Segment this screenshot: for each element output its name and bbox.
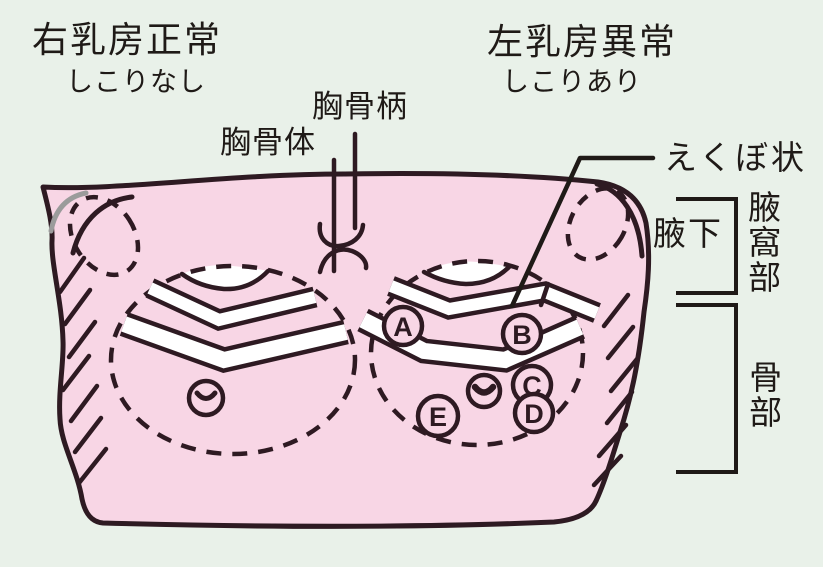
marker-e-label: E xyxy=(429,402,447,432)
left-breast-boundary xyxy=(368,258,586,448)
axillary-region-bracket xyxy=(676,197,738,295)
left-nipple xyxy=(465,372,503,410)
left-breast-subtitle: しこりあり xyxy=(502,67,642,97)
bone-region-bracket xyxy=(676,303,738,474)
marker-b-label: B xyxy=(512,320,532,350)
left-breast-title: 左乳房異常 xyxy=(487,21,678,62)
right-breast-crescent-edge xyxy=(179,268,271,292)
left-arm-hatching xyxy=(57,255,109,486)
sternum-body-label: 胸骨体 xyxy=(220,125,316,160)
marker-d-label: D xyxy=(524,399,544,429)
marker-a: A xyxy=(381,304,425,348)
marker-e: E xyxy=(415,393,461,439)
right-breast-boundary xyxy=(108,263,358,457)
suprasternal-notch-arc xyxy=(317,221,366,249)
left-shoulder-highlight xyxy=(48,190,89,234)
axilla-label: 腋下 xyxy=(653,215,723,252)
right-arm-hatching xyxy=(591,292,640,488)
right-armpit-boundary xyxy=(565,186,631,262)
dimple-label: えくぼ状 xyxy=(664,139,808,176)
right-breast-title: 右乳房正常 xyxy=(32,19,223,60)
left-shoulder-fold xyxy=(70,194,135,256)
right-breast-subtitle: しこりなし xyxy=(66,67,206,97)
sternum-detail xyxy=(317,131,369,275)
dimple-crease xyxy=(538,281,551,308)
marker-a-label: A xyxy=(393,312,413,342)
marker-d: D xyxy=(512,391,556,435)
manubrium-label: 胸骨柄 xyxy=(312,89,408,124)
bone-region-label: 骨部 xyxy=(744,360,782,430)
manubrium-arc xyxy=(317,247,369,275)
left-breast-crescent-edge xyxy=(421,264,512,287)
marker-b: B xyxy=(500,312,544,356)
region-brackets xyxy=(676,197,738,474)
torso-outline xyxy=(40,171,652,529)
left-armpit-boundary xyxy=(67,194,141,278)
right-nipple xyxy=(186,378,226,418)
right-breast-tissue-bands xyxy=(119,278,349,374)
axillary-region-label: 腋窩部 xyxy=(743,190,781,295)
dimple-leader-line xyxy=(509,155,656,309)
lump-markers: A B C D E xyxy=(381,304,556,439)
